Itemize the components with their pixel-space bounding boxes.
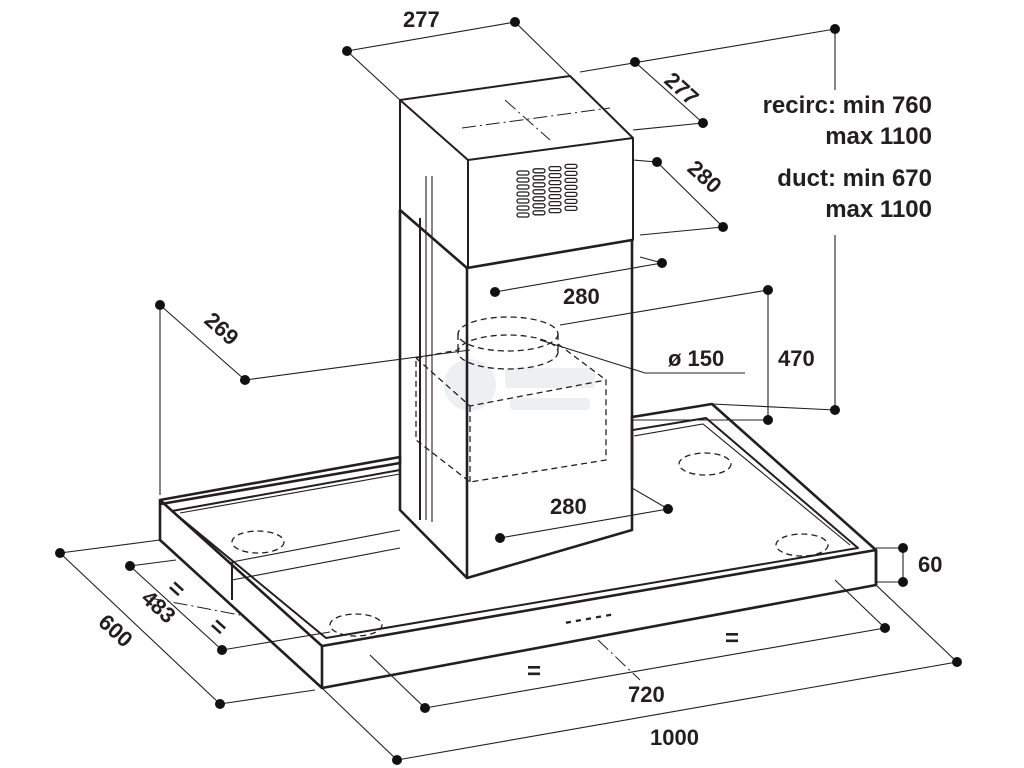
- equal-mark-bottom-2: =: [725, 625, 739, 652]
- vent-slot: [564, 170, 578, 177]
- dimension-lines: [59, 21, 958, 761]
- vent-slot: [548, 179, 562, 186]
- label-60: 60: [918, 552, 942, 577]
- label-280-middle: 280: [563, 284, 600, 309]
- vent-slot: [532, 196, 546, 202]
- vent-slot: [564, 205, 578, 212]
- vent-slot: [532, 189, 546, 195]
- vent-slot: [516, 198, 530, 204]
- vent-slot: [564, 177, 578, 184]
- watermark-logo: [444, 359, 595, 411]
- label-277-right: 277: [660, 67, 704, 110]
- vent-slot: [548, 172, 562, 179]
- vent-slot: [516, 177, 530, 183]
- label-280-right: 280: [683, 155, 727, 198]
- vent-slot: [532, 210, 546, 216]
- label-720: 720: [628, 682, 665, 707]
- vent-slot: [564, 198, 578, 205]
- vent-slot: [564, 184, 578, 191]
- height-notes: recirc: min 760 max 1100 duct: min 670 m…: [763, 92, 932, 223]
- dimension-dots: [55, 17, 962, 765]
- vent-slot: [548, 207, 562, 214]
- vent-grille: [516, 163, 578, 218]
- label-470: 470: [778, 346, 815, 371]
- equal-mark-bottom-1: =: [527, 658, 541, 685]
- vent-slot: [516, 191, 530, 197]
- vent-slot: [532, 182, 546, 188]
- vent-slot: [564, 163, 578, 170]
- vent-slot: [564, 191, 578, 198]
- recirc-line-2: max 1100: [825, 123, 932, 150]
- label-269: 269: [200, 307, 244, 350]
- control-panel-dashes: - - - - -: [563, 603, 613, 633]
- vent-slot: [532, 175, 546, 181]
- vent-slot: [516, 184, 530, 190]
- vent-slot: [516, 170, 530, 176]
- vent-slot: [548, 186, 562, 193]
- recirc-line-1: recirc: min 760: [763, 92, 932, 119]
- vent-slot: [548, 165, 562, 172]
- filter-outlines: [231, 452, 829, 637]
- label-diameter-150: ø 150: [668, 346, 724, 371]
- label-280-lower: 280: [550, 494, 587, 519]
- vent-slot: [532, 168, 546, 174]
- duct-line-1: duct: min 670: [777, 165, 932, 192]
- vent-slot: [532, 203, 546, 209]
- vent-slot: [516, 212, 530, 218]
- vent-slot: [548, 200, 562, 207]
- label-600: 600: [94, 609, 138, 652]
- vent-slot: [516, 205, 530, 211]
- vent-slot: [548, 193, 562, 200]
- label-277-top: 277: [403, 7, 440, 32]
- hood-canopy: [158, 402, 878, 690]
- duct-line-2: max 1100: [825, 196, 932, 223]
- label-1000: 1000: [650, 725, 699, 750]
